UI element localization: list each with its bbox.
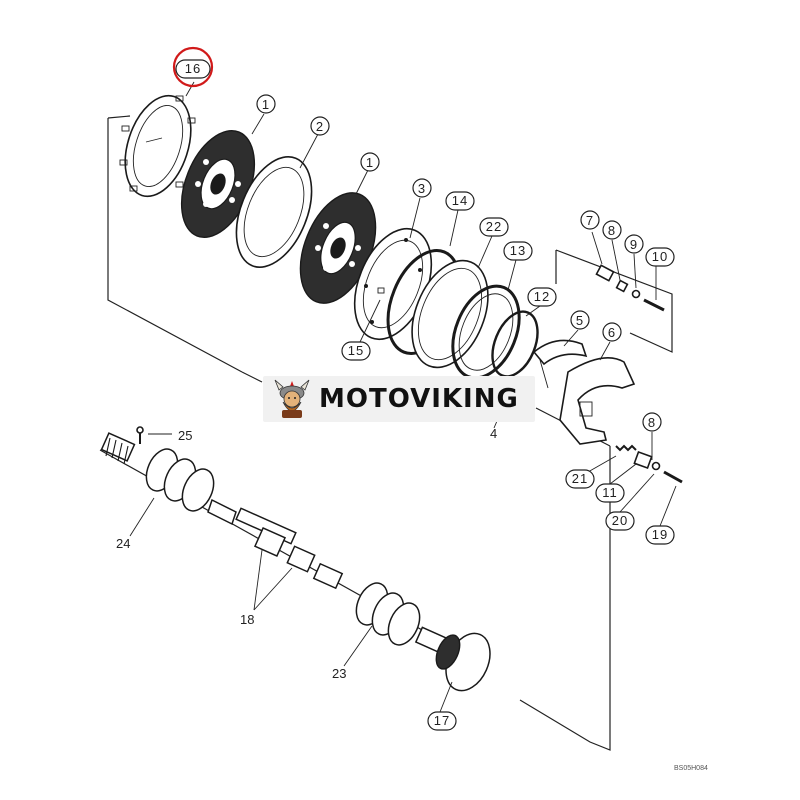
svg-text:9: 9 (630, 237, 638, 252)
part-6-bracket (559, 356, 636, 445)
parts-7-10-pin-set (595, 264, 665, 312)
callout-21: 21 (565, 469, 595, 489)
callout-14: 14 (445, 191, 475, 211)
part-22-piston (411, 259, 489, 369)
callout-17: 17 (427, 711, 457, 731)
part-17-bearing (435, 632, 491, 692)
viking-mascot-icon (274, 379, 310, 418)
callout-2: 2 (310, 116, 330, 136)
callout-20: 20 (605, 511, 635, 531)
svg-text:1: 1 (366, 155, 374, 170)
part-25-screw (136, 426, 172, 444)
svg-text:3: 3 (418, 181, 426, 196)
callout-7: 7 (580, 210, 600, 230)
svg-text:6: 6 (608, 325, 616, 340)
brand-name: MOTOVIKING (319, 384, 519, 414)
part-2-separator-plate (235, 156, 313, 268)
label-25: 25 (178, 428, 192, 443)
callout-11: 11 (595, 483, 625, 503)
callout-6: 6 (602, 322, 622, 342)
svg-text:8: 8 (608, 223, 616, 238)
label-4: 4 (490, 426, 497, 441)
watermark-banner: MOTOVIKING (263, 376, 535, 422)
callout-1-a: 1 (256, 94, 276, 114)
svg-text:22: 22 (486, 219, 502, 234)
callout-1-b: 1 (360, 152, 380, 172)
svg-text:12: 12 (534, 289, 550, 304)
callout-16: 16 (172, 46, 214, 88)
callouts: 16 1 2 1 3 14 22 13 (172, 46, 675, 731)
part-23-shaft-gear (355, 582, 448, 654)
svg-text:15: 15 (348, 343, 364, 358)
callout-13: 13 (503, 241, 533, 261)
drawing-code: BS05H084 (674, 765, 708, 772)
callout-9: 9 (624, 234, 644, 254)
label-23: 23 (332, 666, 346, 681)
svg-text:17: 17 (434, 713, 450, 728)
leader-lines (129, 81, 677, 713)
callout-12: 12 (527, 287, 557, 307)
label-18: 18 (240, 612, 254, 627)
callout-3: 3 (412, 178, 432, 198)
part-1-friction-disc-a (180, 130, 256, 238)
callout-10: 10 (645, 247, 675, 267)
callout-5: 5 (570, 310, 590, 330)
svg-text:2: 2 (316, 119, 324, 134)
svg-text:5: 5 (576, 313, 584, 328)
part-24-shaft-gear (100, 432, 297, 545)
svg-text:21: 21 (572, 471, 588, 486)
callout-22: 22 (479, 217, 509, 237)
part-1-friction-disc-b (299, 192, 377, 304)
svg-text:7: 7 (586, 213, 594, 228)
svg-text:13: 13 (510, 243, 526, 258)
svg-text:20: 20 (612, 513, 628, 528)
callout-15: 15 (341, 341, 371, 361)
callout-8-b: 8 (642, 412, 662, 432)
parts-19-21-spring-bolt (615, 444, 683, 484)
svg-text:11: 11 (602, 485, 618, 500)
svg-text:10: 10 (652, 249, 668, 264)
part-16-plate (119, 94, 196, 198)
label-24: 24 (116, 536, 130, 551)
svg-text:16: 16 (185, 61, 201, 76)
svg-text:8: 8 (648, 415, 656, 430)
svg-text:19: 19 (652, 527, 668, 542)
callout-8-a: 8 (602, 220, 622, 240)
part-18-sleeves (253, 526, 344, 590)
callout-19: 19 (645, 525, 675, 545)
svg-text:14: 14 (452, 193, 468, 208)
part-5-bracket (532, 339, 588, 389)
svg-text:1: 1 (262, 97, 270, 112)
plain-labels: 25 24 18 23 4 (116, 426, 497, 681)
